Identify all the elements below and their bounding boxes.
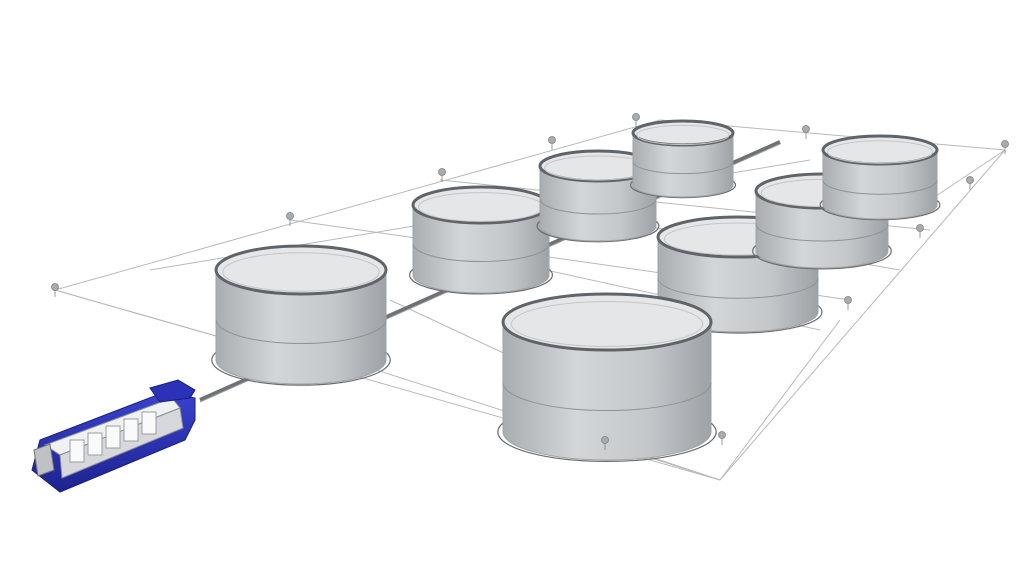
mooring-buoy bbox=[548, 136, 556, 150]
mooring-buoy bbox=[1001, 140, 1009, 154]
mooring-buoy bbox=[802, 125, 810, 139]
fish-pen bbox=[211, 244, 391, 386]
mooring-buoy bbox=[844, 296, 852, 310]
mooring-buoy bbox=[438, 168, 446, 182]
fish-pen bbox=[497, 292, 717, 463]
fish-pen bbox=[409, 185, 554, 295]
mooring-buoy bbox=[286, 212, 294, 226]
mooring-buoy bbox=[51, 283, 59, 297]
mooring-buoy bbox=[632, 113, 640, 127]
mooring-buoys bbox=[51, 113, 1009, 450]
feed-barge bbox=[31, 379, 196, 493]
fish-pen bbox=[819, 134, 941, 221]
mooring-buoy bbox=[916, 224, 924, 238]
mooring-buoy bbox=[966, 176, 974, 190]
mooring-buoy bbox=[601, 436, 609, 450]
fish-pen bbox=[629, 119, 737, 199]
fish-pens bbox=[211, 119, 941, 463]
mooring-buoy bbox=[718, 431, 726, 445]
